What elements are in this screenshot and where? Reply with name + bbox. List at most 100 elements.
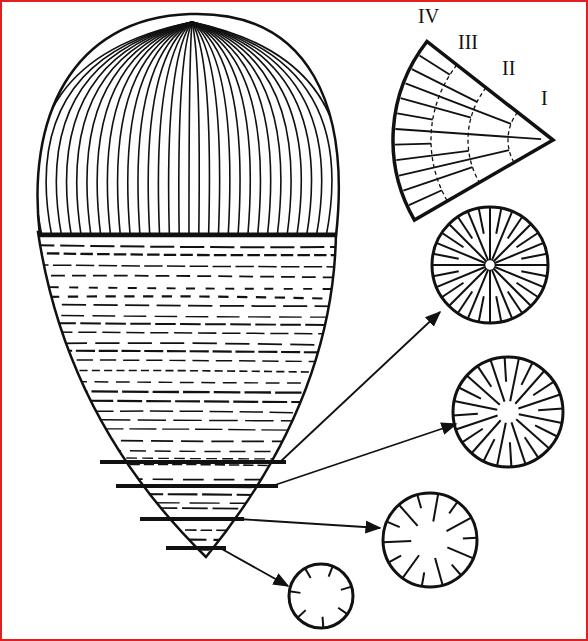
growth-line — [30, 508, 345, 511]
growth-line — [30, 540, 345, 544]
growth-line — [30, 419, 345, 421]
septum-line — [521, 254, 547, 259]
septum-line — [409, 190, 442, 205]
septum-line — [496, 208, 501, 234]
septum-line — [435, 558, 443, 585]
septum-line — [36, 22, 192, 236]
septum-line — [453, 414, 478, 416]
cross-section — [383, 493, 477, 587]
septum-line — [158, 22, 192, 236]
septum-line — [403, 555, 419, 578]
septum-line — [341, 587, 352, 590]
growth-line — [30, 351, 345, 353]
calice-rim — [38, 233, 336, 236]
septum-line — [192, 22, 220, 236]
septum-line — [510, 358, 519, 401]
septum-line — [479, 208, 484, 234]
growth-line — [30, 411, 345, 414]
growth-line — [30, 400, 345, 402]
septum-line — [463, 537, 477, 540]
septum-line — [403, 167, 472, 190]
septum-line — [433, 254, 459, 259]
septum-line — [56, 22, 192, 236]
septum-line — [519, 414, 562, 423]
septum-line — [289, 591, 300, 593]
septum-line — [492, 269, 512, 318]
growth-line — [30, 439, 345, 441]
septum-line — [395, 129, 541, 139]
stage-numeral: III — [458, 32, 478, 52]
septum-line — [192, 22, 312, 236]
septum-line — [401, 98, 471, 117]
cross-section — [453, 357, 563, 467]
septum-line — [107, 22, 192, 236]
septum-line — [329, 566, 333, 576]
growth-line — [30, 296, 345, 299]
septum-line — [525, 437, 539, 458]
septum-line — [458, 217, 473, 239]
septum-line — [456, 415, 498, 429]
septum-line — [338, 608, 347, 614]
septum-line — [510, 442, 512, 467]
septum-line — [192, 22, 260, 236]
septum-line — [118, 22, 192, 236]
cross-section — [432, 207, 548, 323]
growth-line — [30, 494, 345, 496]
section-wall — [453, 357, 563, 467]
sector-outline — [393, 41, 553, 220]
growth-line — [30, 370, 345, 372]
growth-line — [30, 381, 345, 383]
growth-line — [30, 360, 345, 362]
septum-line — [179, 22, 192, 236]
septum-line — [454, 401, 497, 410]
septum-line — [387, 522, 400, 527]
septum-line — [395, 144, 431, 145]
septum-line — [521, 271, 547, 276]
septum-line — [472, 420, 501, 453]
growth-line — [30, 519, 345, 521]
growth-line — [30, 391, 345, 393]
growth-line — [30, 343, 345, 346]
septum-line — [511, 422, 525, 464]
septum-line — [97, 22, 192, 236]
growth-line — [30, 287, 345, 289]
growth-lines — [30, 245, 345, 551]
septum-line — [508, 292, 523, 314]
septum-line — [419, 55, 449, 74]
septum-line — [479, 296, 484, 322]
septum-line — [505, 357, 507, 382]
growth-line — [30, 464, 345, 467]
septum-line — [478, 366, 492, 387]
septum-line — [322, 617, 325, 628]
growth-line — [30, 449, 345, 451]
growth-line — [30, 502, 345, 504]
septum-line — [491, 360, 505, 402]
septum-line — [436, 267, 485, 287]
septum-line — [447, 547, 473, 558]
septum-line — [192, 22, 332, 236]
septum-line — [305, 568, 311, 578]
septum-line — [148, 22, 192, 236]
septum-line — [516, 419, 549, 448]
stage-numeral: I — [541, 88, 548, 108]
septum-line — [497, 423, 506, 466]
septum-line — [468, 211, 488, 260]
septum-line — [495, 264, 548, 266]
septum-line — [396, 151, 468, 160]
growth-line — [30, 276, 345, 278]
section-plane — [166, 546, 226, 550]
septum-line — [459, 387, 481, 398]
section-plane — [140, 517, 244, 521]
growth-line — [30, 304, 345, 306]
septum-line — [462, 429, 483, 443]
septum-line — [432, 264, 485, 266]
septum-line — [192, 22, 342, 236]
septum-line — [533, 382, 554, 396]
leader-arrow — [280, 312, 440, 462]
growth-line — [30, 253, 345, 255]
stage-numeral: II — [502, 58, 515, 78]
septum-line — [433, 494, 438, 522]
septum-line — [535, 425, 557, 436]
septum-line — [192, 22, 322, 236]
septum-line — [189, 22, 192, 236]
